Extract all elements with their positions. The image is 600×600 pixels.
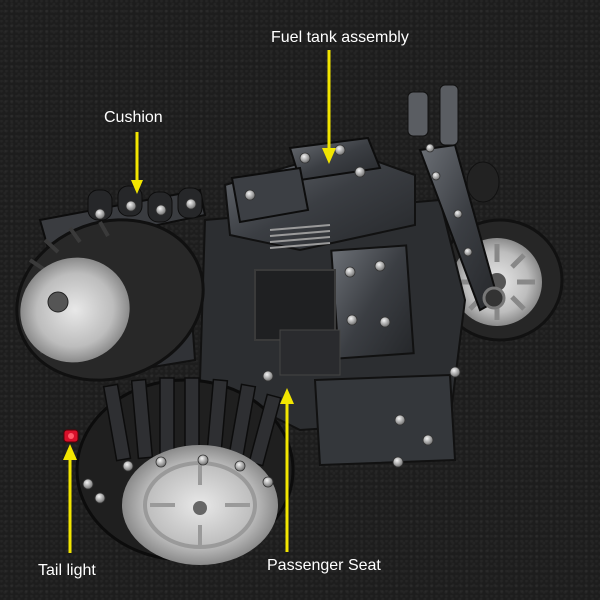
callout-arrows bbox=[63, 50, 336, 553]
cushion-label: Cushion bbox=[104, 109, 163, 126]
left-rear-wheel bbox=[15, 218, 205, 382]
front-cage-wheel bbox=[75, 377, 295, 565]
bolts bbox=[82, 143, 473, 504]
tail-light-label: Tail light bbox=[38, 562, 96, 579]
passenger-seat-label: Passenger Seat bbox=[267, 557, 381, 574]
fuel-tank-assembly-label: Fuel tank assembly bbox=[271, 29, 409, 46]
front-fork-arm bbox=[407, 84, 506, 312]
tail-light bbox=[63, 429, 79, 443]
